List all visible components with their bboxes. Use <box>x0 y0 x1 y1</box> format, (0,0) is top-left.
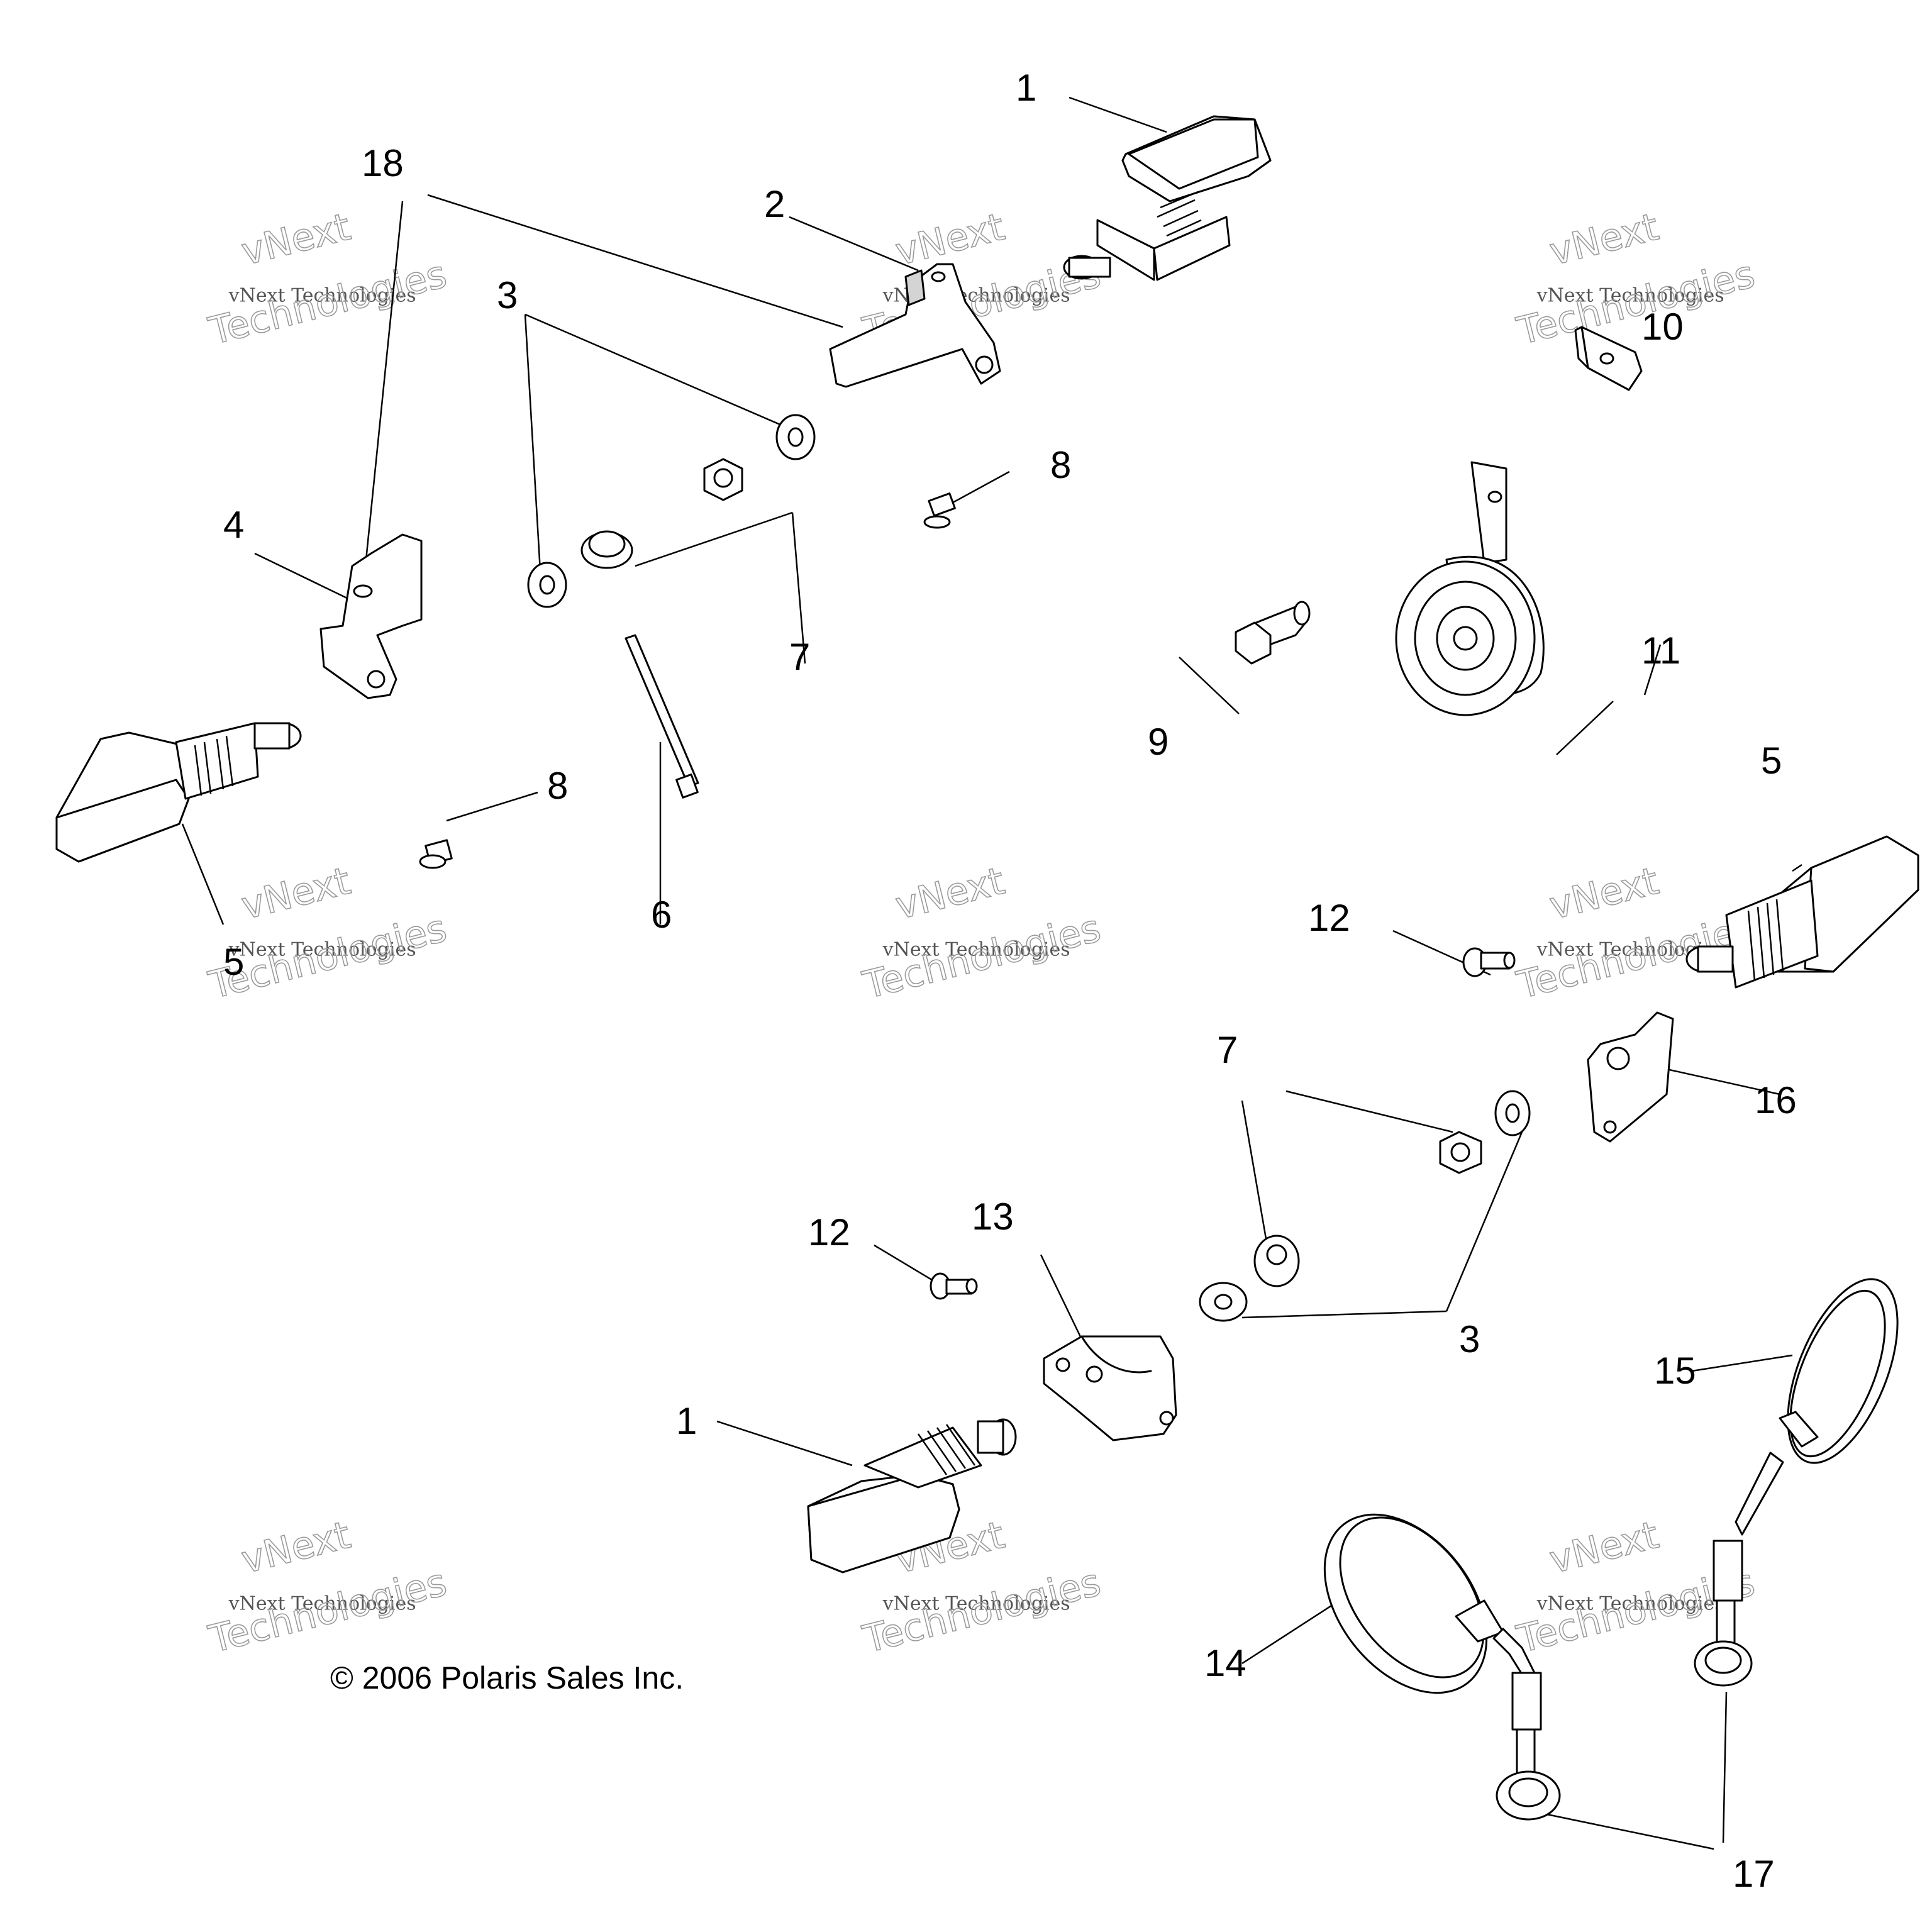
callout-11: 11 <box>1641 630 1680 672</box>
turn-signal-right-icon <box>1685 835 1919 989</box>
svg-text:Technologies: Technologies <box>858 906 1105 1008</box>
bolt-9-icon <box>1235 601 1311 665</box>
svg-text:vNext: vNext <box>1545 205 1663 274</box>
svg-text:vNext Technologies: vNext Technologies <box>1536 1593 1724 1615</box>
callout-12: 12 <box>808 1211 850 1253</box>
screw-8-icon <box>923 492 956 529</box>
svg-text:vNext Technologies: vNext Technologies <box>228 285 416 307</box>
callout-2: 2 <box>764 183 785 225</box>
svg-text:vNext: vNext <box>237 859 355 928</box>
svg-text:vNext: vNext <box>891 859 1009 928</box>
callout-10: 10 <box>1641 306 1684 348</box>
callout-numbers: 1 1 2 3 3 4 5 5 6 7 7 8 8 9 10 11 12 12 … <box>223 67 1797 1895</box>
svg-text:vNext: vNext <box>1545 859 1663 928</box>
svg-text:Technologies: Technologies <box>204 1560 451 1662</box>
svg-text:Technologies: Technologies <box>858 1560 1105 1662</box>
bracket-16-icon <box>1587 1011 1674 1143</box>
svg-text:vNext: vNext <box>237 1513 355 1582</box>
washer-3-icon <box>1199 1282 1248 1322</box>
svg-text:vNext Technologies: vNext Technologies <box>228 939 416 961</box>
washer-3-icon <box>1494 1090 1531 1136</box>
washer-3-icon <box>775 414 816 460</box>
callout-7: 7 <box>1217 1029 1238 1071</box>
callout-18: 18 <box>362 142 404 184</box>
flange-nut-7-icon <box>1253 1235 1300 1287</box>
svg-text:vNext Technologies: vNext Technologies <box>1536 285 1724 307</box>
screw-8-icon <box>419 839 453 869</box>
screw-12-icon <box>1462 947 1516 977</box>
flange-nut-7-icon <box>1439 1131 1482 1174</box>
callout-16: 16 <box>1755 1079 1797 1121</box>
cable-tie-6-icon <box>625 634 699 799</box>
callout-13: 13 <box>972 1196 1014 1238</box>
leader-lines <box>181 96 1802 1850</box>
mirror-15-icon <box>1713 1278 1899 1646</box>
turn-signal-left-icon <box>55 722 302 863</box>
callout-7: 7 <box>789 636 810 678</box>
callout-17: 17 <box>1733 1853 1775 1895</box>
callout-1: 1 <box>1016 67 1036 109</box>
nut-17-icon <box>1496 1770 1561 1821</box>
callout-12: 12 <box>1308 897 1350 939</box>
callout-3: 3 <box>1459 1318 1480 1360</box>
clip-10-icon <box>1574 326 1643 391</box>
svg-text:vNext Technologies: vNext Technologies <box>228 1593 416 1615</box>
svg-text:vNext: vNext <box>1545 1513 1663 1582</box>
callout-8: 8 <box>547 765 568 807</box>
callout-8: 8 <box>1050 444 1071 486</box>
callout-6: 6 <box>651 894 672 936</box>
callout-5: 5 <box>223 941 244 983</box>
watermarks: vNext vNext Technologies Technologies vN… <box>204 204 1759 1662</box>
flange-nut-7-icon <box>703 458 743 501</box>
svg-text:Technologies: Technologies <box>204 252 451 353</box>
bracket-4-icon <box>319 533 423 699</box>
svg-text:vNext Technologies: vNext Technologies <box>882 939 1070 961</box>
svg-text:Technologies: Technologies <box>1513 252 1759 353</box>
callout-15: 15 <box>1654 1350 1696 1392</box>
svg-text:vNext: vNext <box>237 205 355 274</box>
callout-1: 1 <box>676 1400 697 1442</box>
bracket-13-icon <box>1043 1335 1177 1441</box>
screw-12-icon <box>930 1272 978 1300</box>
mirror-14-icon <box>1323 1513 1542 1775</box>
horn-11-icon <box>1395 461 1545 716</box>
turn-signal-bottom-icon <box>807 1418 1017 1574</box>
callout-9: 9 <box>1148 721 1169 763</box>
callout-3: 3 <box>497 274 518 316</box>
callout-5: 5 <box>1761 740 1782 782</box>
callout-14: 14 <box>1204 1642 1246 1684</box>
svg-text:vNext Technologies: vNext Technologies <box>882 1593 1070 1615</box>
turn-signal-top-icon <box>1063 115 1272 281</box>
bracket-2-icon <box>829 263 1001 388</box>
flange-nut-7-icon <box>580 530 633 569</box>
copyright-notice: © 2006 Polaris Sales Inc. <box>330 1660 684 1696</box>
nut-17-icon <box>1694 1640 1753 1687</box>
washer-3-icon <box>527 562 567 608</box>
callout-4: 4 <box>223 504 244 546</box>
